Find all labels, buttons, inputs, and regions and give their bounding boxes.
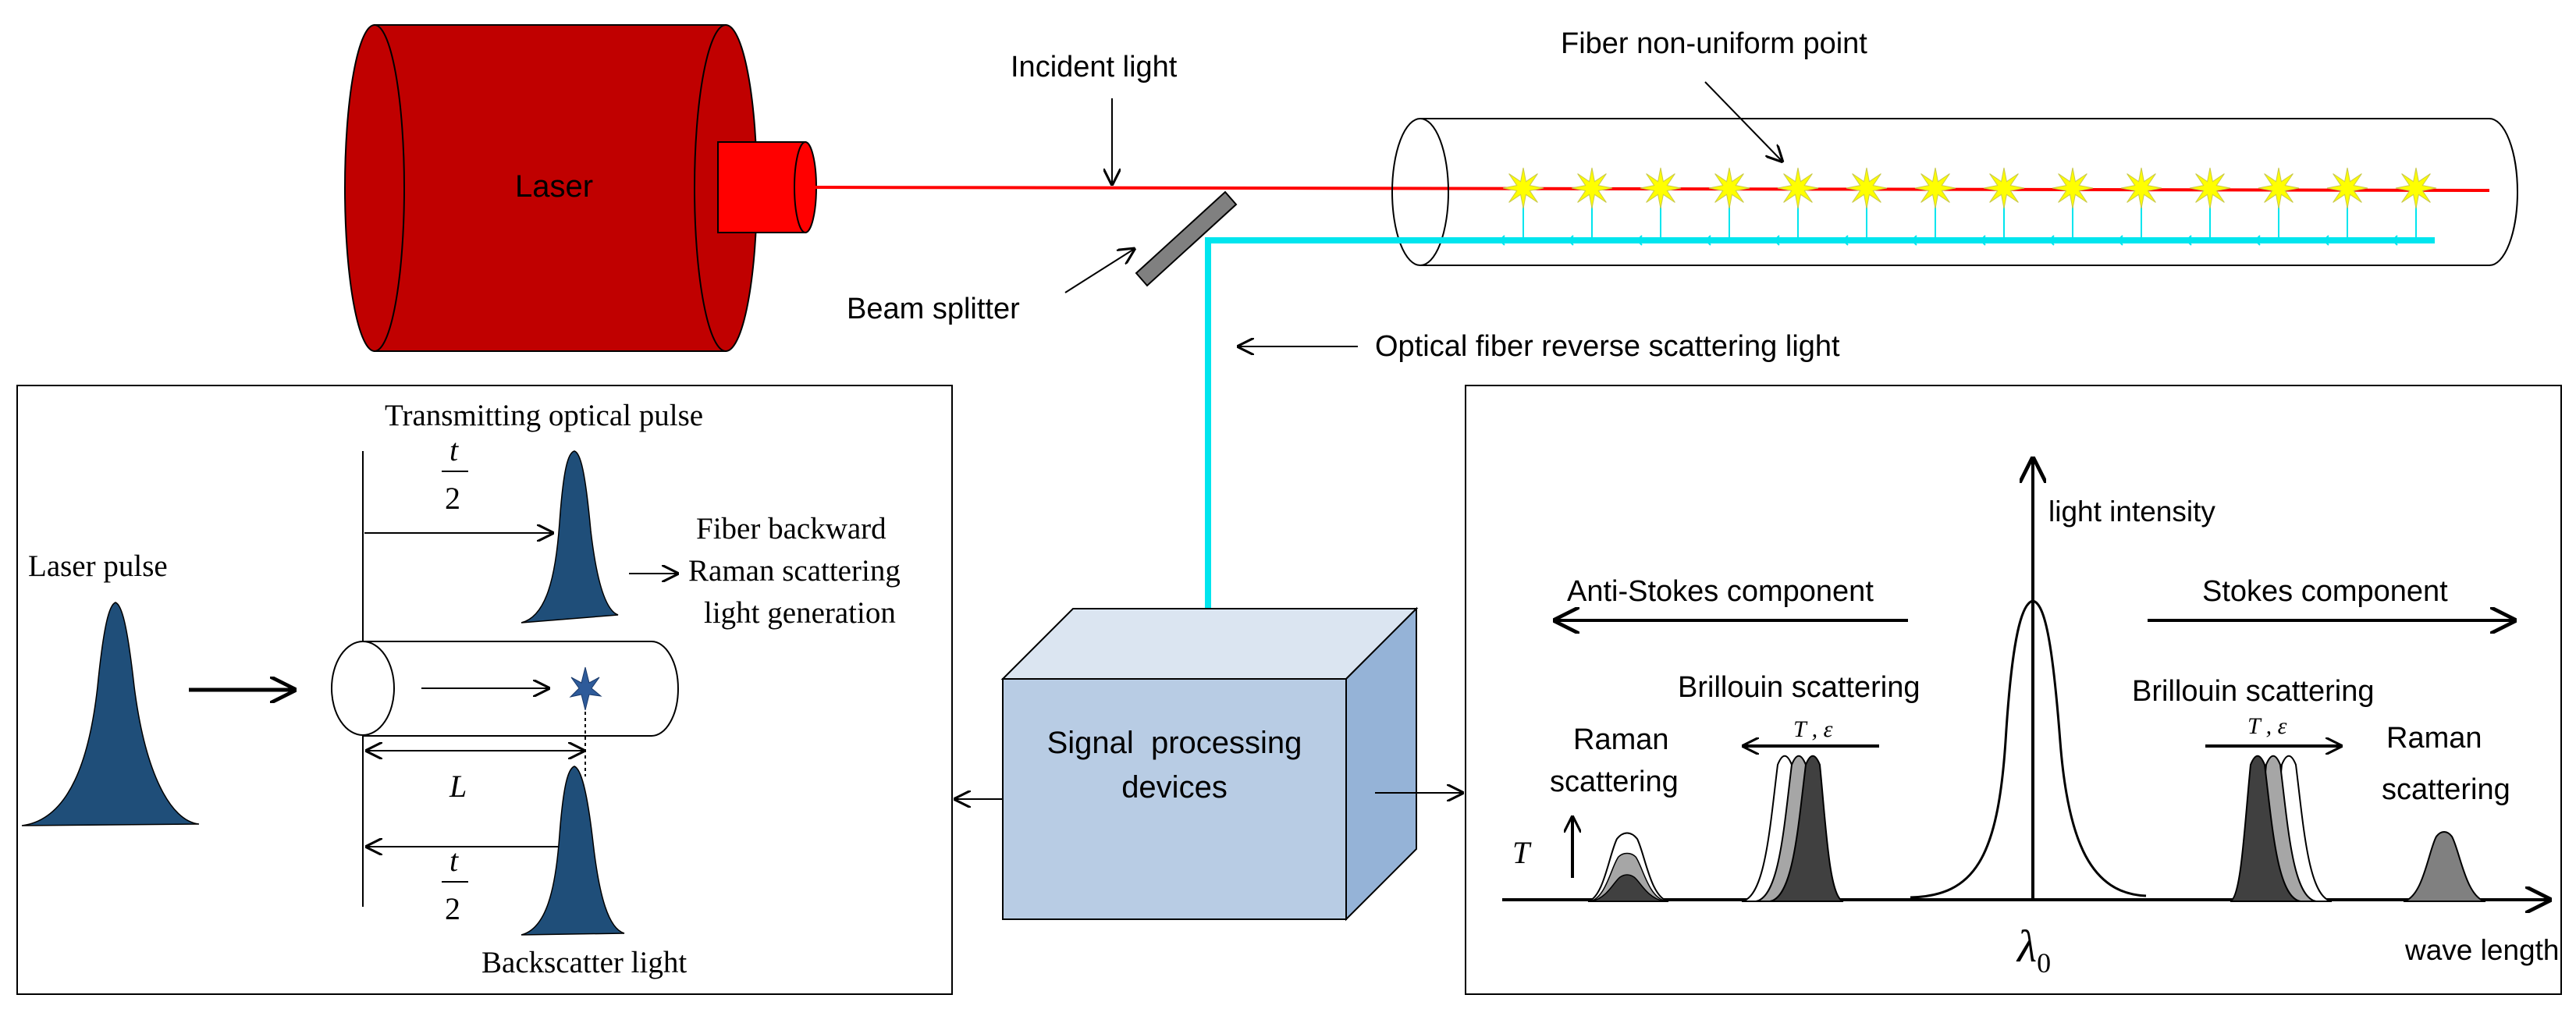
t-eps-left-label: T , ε (1793, 716, 1833, 742)
raman-right-line-1: Raman (2386, 722, 2482, 755)
scatter-star-icon (2258, 167, 2300, 209)
incident-light-label: Incident light (1011, 51, 1178, 83)
T-axis-label: T (1512, 835, 1532, 870)
scatter-star-icon (2395, 167, 2437, 209)
scatter-star-icon (1983, 167, 2025, 209)
t-top-numerator: t (449, 432, 459, 467)
backscatter-direction-icon (1979, 235, 1986, 246)
backscatter-direction-icon (2322, 235, 2329, 246)
reverse-scatter-label: Optical fiber reverse scattering light (1375, 330, 1840, 363)
backscatter-label: Backscatter light (481, 946, 687, 979)
rayleigh-peak (1910, 599, 2147, 899)
anti-stokes-label: Anti-Stokes component (1567, 575, 1874, 608)
t-eps-right-label: T , ε (2247, 713, 2287, 739)
scatter-star-icon (1914, 167, 1956, 209)
raman-left-line-2: scattering (1550, 766, 1679, 798)
signal-processing-device (1000, 606, 1419, 922)
signal-processing-line-1: Signal processing (1047, 726, 1302, 760)
backscatter-direction-icon (1704, 235, 1711, 246)
scatter-star-icon (1846, 167, 1888, 209)
scatter-star-icon (1640, 167, 1682, 209)
brillouin-left-label: Brillouin scattering (1678, 671, 1920, 704)
light-intensity-label: light intensity (2048, 496, 2215, 528)
wave-length-label: wave length (2404, 934, 2559, 966)
t-bottom-denominator: 2 (445, 891, 460, 926)
raman-left-line-1: Raman (1573, 723, 1669, 756)
transmitted-pulse-shape (521, 450, 619, 624)
fiber-point-label: Fiber non-uniform point (1561, 27, 1867, 60)
beam-splitter (1135, 190, 1238, 287)
laser-pulse-label: Laser pulse (28, 549, 168, 583)
laser: Laser (344, 24, 817, 352)
t-bottom-numerator: t (449, 843, 459, 878)
laser-nozzle (717, 141, 806, 233)
scatter-star-icon (1777, 167, 1819, 209)
backscatter-direction-icon (2116, 235, 2123, 246)
length-label: L (449, 769, 467, 804)
brillouin-right-label: Brillouin scattering (2132, 675, 2374, 708)
fiber-section (331, 641, 679, 737)
backscatter-direction-icon (1842, 235, 1849, 246)
scatter-star-icon (1502, 167, 1544, 209)
backscatter-direction-icon (1636, 235, 1643, 246)
backscatter-direction-icon (2254, 235, 2261, 246)
raman-generation-line-2: Raman scattering (688, 554, 901, 588)
transmitting-pulse-label: Transmitting optical pulse (385, 399, 703, 432)
scatter-star-icon (1708, 167, 1750, 209)
raman-generation-line-1: Fiber backward (696, 512, 886, 545)
scatter-star-icon (569, 666, 602, 711)
fiber (1391, 118, 2518, 266)
raman-left-peaks (1587, 832, 1669, 902)
brillouin-right-peaks (2230, 755, 2333, 902)
backscatter-direction-icon (2391, 235, 2398, 246)
lambda-zero-label: λ0 (2016, 921, 2051, 979)
brillouin-left-peaks (1741, 755, 1844, 902)
backscatter-direction-icon (1773, 235, 1780, 246)
scatter-star-icon (2120, 167, 2162, 209)
signal-processing-line-2: devices (1121, 770, 1228, 805)
laser-label: Laser (515, 169, 593, 204)
raman-right-peak (2403, 831, 2486, 902)
scatter-star-icon (2189, 167, 2231, 209)
raman-generation-line-3: light generation (704, 596, 896, 630)
pulse-panel (16, 385, 953, 995)
spectrum-panel (1465, 385, 2562, 995)
t-top-denominator: 2 (445, 481, 460, 516)
scatter-star-icon (2052, 167, 2094, 209)
scatter-star-icon (1571, 167, 1613, 209)
backscatter-pulse-shape (521, 766, 625, 936)
beam-splitter-label: Beam splitter (847, 293, 1020, 325)
stokes-label: Stokes component (2202, 575, 2448, 608)
scatter-points (1498, 167, 2437, 246)
backscatter-direction-icon (1567, 235, 1574, 246)
laser-pulse-shape (21, 602, 200, 826)
backscatter-direction-icon (2185, 235, 2192, 246)
fiber-point-pointer-arrow (1704, 81, 1783, 162)
backscatter-direction-icon (2048, 235, 2055, 246)
raman-right-line-2: scattering (2382, 773, 2510, 806)
backscatter-direction-icon (1910, 235, 1917, 246)
backscatter-direction-icon (1498, 235, 1505, 246)
beam-splitter-pointer-arrow (1064, 248, 1135, 293)
scatter-star-icon (2326, 167, 2368, 209)
